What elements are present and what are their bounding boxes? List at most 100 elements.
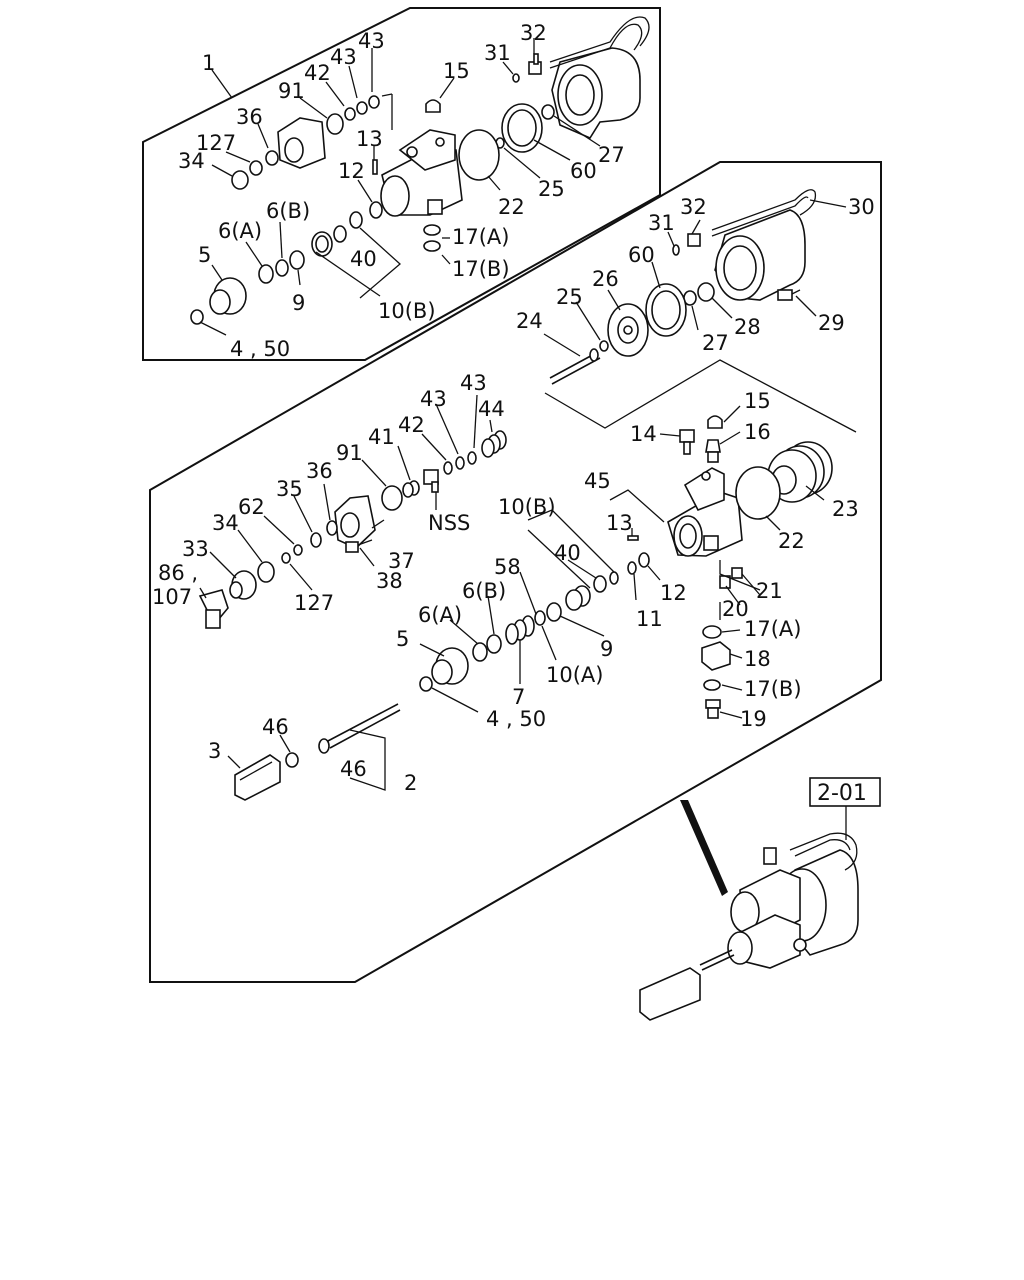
callouts: 1 36 127 34 91 42 43 43 15 31 32 13 12 2…	[152, 21, 875, 806]
ring-36a	[265, 150, 279, 166]
label-31a: 31	[484, 41, 511, 65]
ring-36b	[326, 520, 338, 536]
reference-box	[809, 777, 881, 807]
label-35: 35	[276, 477, 303, 501]
label-2: 2	[404, 771, 417, 795]
label-22b: 22	[778, 529, 805, 553]
label-27b: 27	[702, 331, 729, 355]
label-127b: 127	[294, 591, 334, 615]
breather-15a	[425, 99, 441, 113]
cup-10Ba	[311, 231, 333, 257]
label-37: 37	[388, 549, 415, 573]
label-9b: 9	[600, 637, 613, 661]
locator-view	[639, 777, 881, 1021]
locator-arrow	[680, 800, 728, 896]
ring-43a1	[356, 101, 368, 115]
label-17Bb: 17(B)	[744, 677, 802, 701]
ring-28	[697, 282, 715, 302]
label-6Bb: 6(B)	[462, 579, 506, 603]
label-15b: 15	[744, 389, 771, 413]
push-rod-24	[549, 348, 601, 385]
label-46b: 46	[340, 757, 367, 781]
label-40b: 40	[554, 541, 581, 565]
nut-4-50b	[419, 676, 433, 692]
label-46a: 46	[262, 715, 289, 739]
ring-43b1	[467, 451, 477, 465]
rod-2	[318, 703, 401, 754]
label-20: 20	[722, 597, 749, 621]
label-34a: 34	[178, 149, 205, 173]
ring-42a	[344, 107, 356, 121]
power-cylinder-a	[549, 16, 650, 140]
ring-43b2	[455, 456, 465, 470]
o-ring-22a	[458, 129, 500, 181]
label-10Ba: 10(B)	[378, 299, 436, 323]
label-13b: 13	[606, 511, 633, 535]
label-12a: 12	[338, 159, 365, 183]
label-14: 14	[630, 422, 657, 446]
spring-41	[402, 480, 420, 498]
bracket-2	[349, 729, 386, 791]
label-18: 18	[744, 647, 771, 671]
label-107: 107	[152, 585, 192, 609]
label-9a: 9	[292, 291, 305, 315]
ring-34b	[257, 561, 275, 583]
label-21: 21	[756, 579, 783, 603]
cup-10Bb	[565, 585, 591, 611]
pin-13b	[627, 535, 639, 541]
o-ring-91b	[381, 485, 403, 511]
label-450a: 4 , 50	[230, 337, 290, 361]
label-19: 19	[740, 707, 767, 731]
valve-body-a	[380, 129, 463, 217]
label-1: 1	[202, 51, 215, 75]
label-5b: 5	[396, 627, 409, 651]
washer-17Ba	[423, 240, 441, 252]
label-3: 3	[208, 739, 221, 763]
washer-6Ba	[275, 259, 289, 277]
washer-17Ab	[702, 625, 722, 639]
washer-6Bb	[486, 634, 502, 654]
label-6Ba: 6(B)	[266, 199, 310, 223]
label-43b2: 43	[420, 387, 447, 411]
piston-5a	[209, 277, 247, 315]
label-36b: 36	[306, 459, 333, 483]
label-15a: 15	[443, 59, 470, 83]
label-33: 33	[182, 537, 209, 561]
label-32b: 32	[680, 195, 707, 219]
label-38: 38	[376, 569, 403, 593]
ring-10Ab	[534, 610, 546, 626]
label-42b: 42	[398, 413, 425, 437]
label-25a: 25	[538, 177, 565, 201]
washer-11	[627, 561, 637, 575]
nut-46	[285, 752, 299, 768]
bolt-38	[345, 539, 373, 553]
ring-35	[310, 532, 322, 548]
o-ring-27a	[541, 104, 555, 120]
label-91b: 91	[336, 441, 363, 465]
label-45: 45	[584, 469, 611, 493]
label-6Aa: 6(A)	[218, 219, 262, 243]
label-43b1: 43	[460, 371, 487, 395]
ring-40a	[349, 211, 363, 229]
label-13a: 13	[356, 127, 383, 151]
label-60a: 60	[570, 159, 597, 183]
label-17Ba: 17(B)	[452, 257, 510, 281]
reference-box-label: 2-01	[817, 781, 867, 806]
label-58: 58	[494, 555, 521, 579]
label-44: 44	[478, 397, 505, 421]
cover-37	[334, 495, 376, 549]
label-27a: 27	[598, 143, 625, 167]
label-25b: 25	[556, 285, 583, 309]
label-42a: 42	[304, 61, 331, 85]
label-86: 86 ,	[158, 561, 198, 585]
ring-42b	[443, 461, 453, 475]
label-43a2: 43	[358, 29, 385, 53]
snap-ring-12b	[638, 552, 650, 568]
label-30: 30	[848, 195, 875, 219]
label-10Bb: 10(B)	[498, 495, 556, 519]
nut-9b	[546, 602, 562, 622]
label-91a: 91	[278, 79, 305, 103]
label-NSS: NSS	[428, 511, 470, 535]
label-5a: 5	[198, 243, 211, 267]
snap-ring-12a	[369, 201, 383, 219]
